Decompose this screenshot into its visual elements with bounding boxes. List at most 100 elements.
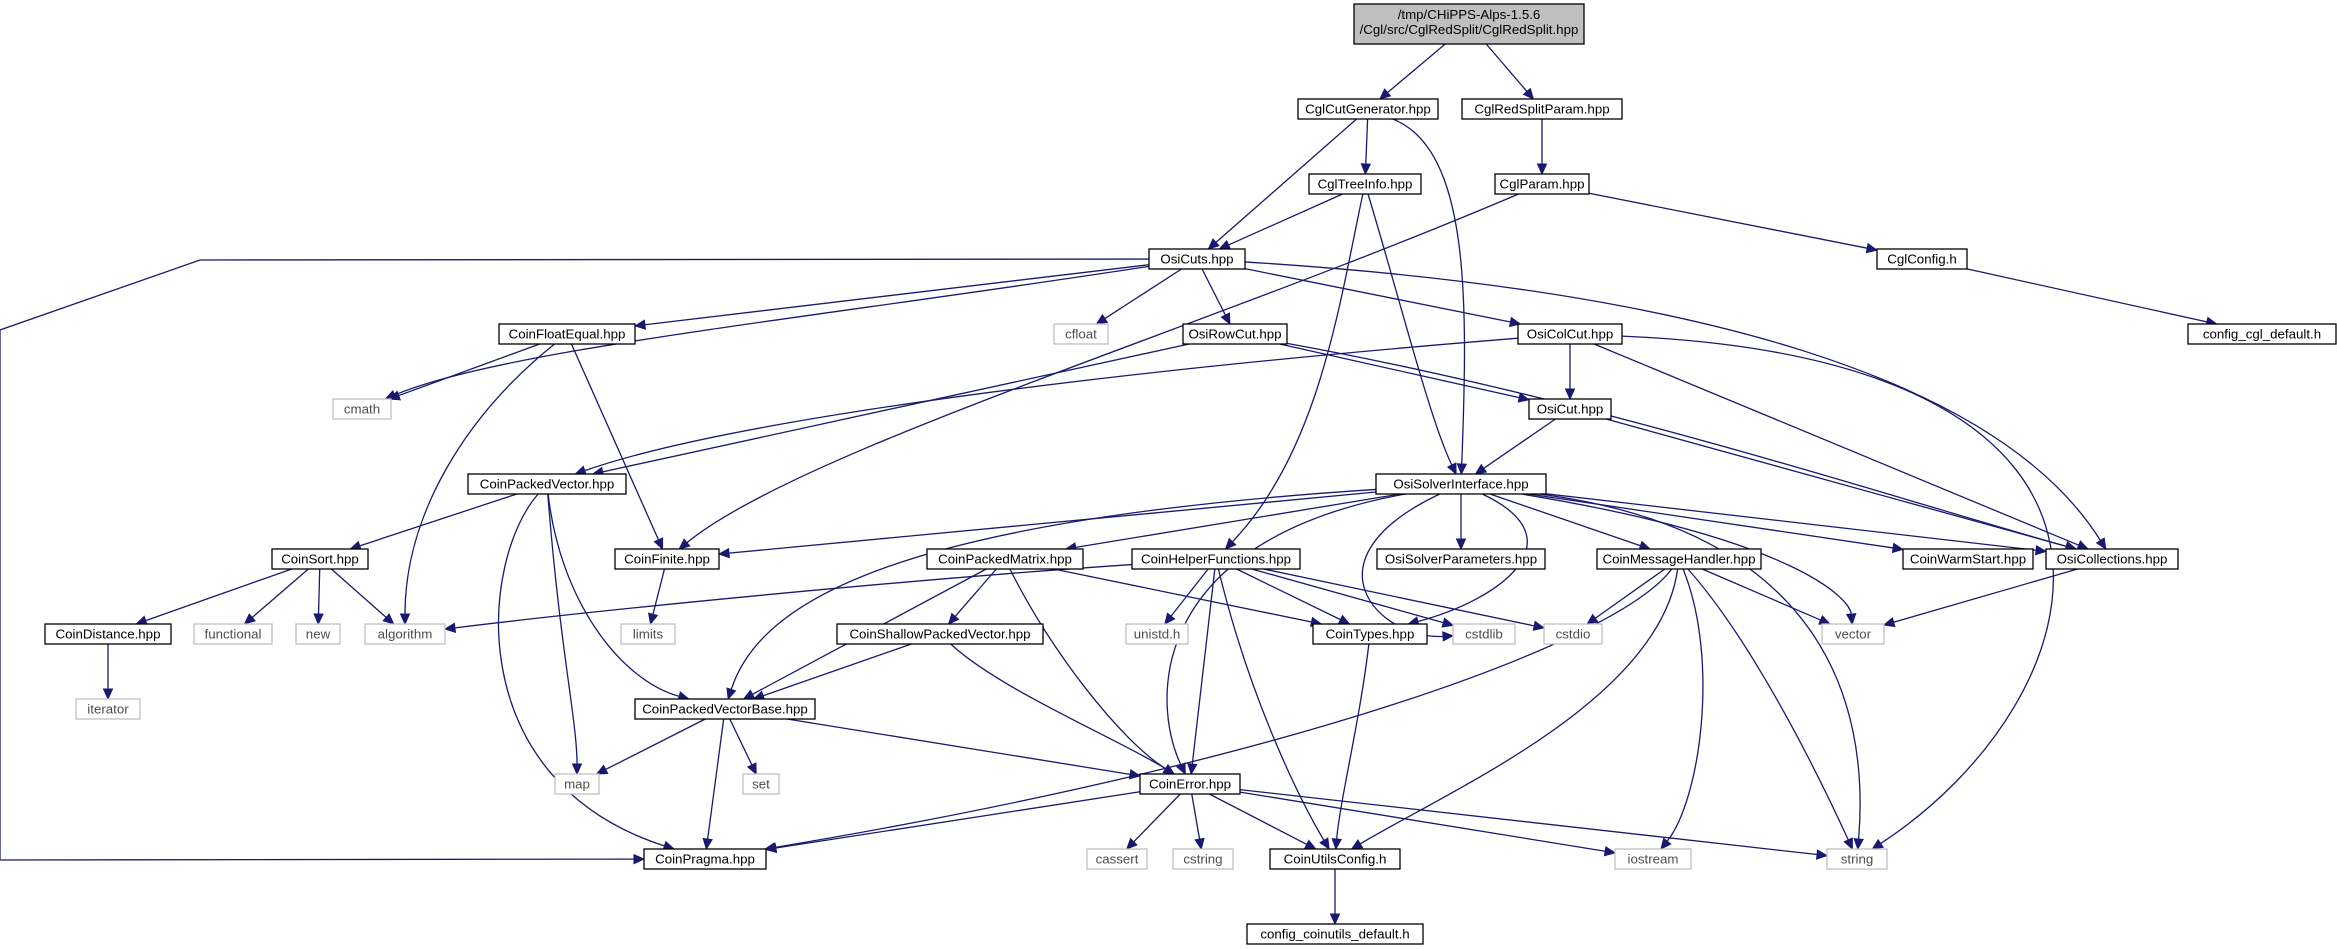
edge-CoinSort-to-new xyxy=(317,568,321,615)
node-CoinDistance[interactable]: CoinDistance.hpp xyxy=(44,623,172,645)
node-OsiSolverInterface[interactable]: OsiSolverInterface.hpp xyxy=(1375,473,1547,495)
arrow-CoinPackedVectorBase-to-CoinError xyxy=(1128,769,1142,780)
edge-CoinTypes-to-CoinUtilsConfig xyxy=(1336,643,1370,840)
node-OsiCollections[interactable]: OsiCollections.hpp xyxy=(2045,548,2179,570)
node-OsiRowCut[interactable]: OsiRowCut.hpp xyxy=(1182,323,1288,345)
node-box xyxy=(742,773,780,795)
node-label: CoinError.hpp xyxy=(1149,777,1231,792)
node-CglParam[interactable]: CglParam.hpp xyxy=(1494,173,1590,195)
node-CoinFloatEqual[interactable]: CoinFloatEqual.hpp xyxy=(498,323,636,345)
arrow-CoinFinite-to-limits xyxy=(648,612,659,626)
node-OsiCuts[interactable]: OsiCuts.hpp xyxy=(1148,248,1246,270)
edge-OsiCuts-to-OsiColCut xyxy=(1244,268,1511,323)
edge-CoinSort-to-functional xyxy=(251,568,309,618)
edge-CoinMessageHandler-to-cstdio xyxy=(1594,568,1666,619)
node-box xyxy=(1494,173,1590,195)
node-label: cstring xyxy=(1183,852,1222,867)
arrow-CglRedSplitParam-to-CglParam xyxy=(1536,163,1548,176)
node-config_cgl_default[interactable]: config_cgl_default.h xyxy=(2187,323,2337,345)
node-box xyxy=(1086,848,1148,870)
edge-CoinError-to-cassert xyxy=(1133,793,1181,843)
arrow-CglTreeInfo-to-OsiCuts xyxy=(1218,239,1232,250)
node-label: CoinPragma.hpp xyxy=(655,852,755,867)
node-label: iostream xyxy=(1628,852,1679,867)
node-config_coinutils_default[interactable]: config_coinutils_default.h xyxy=(1246,923,1424,945)
node-CoinSort[interactable]: CoinSort.hpp xyxy=(271,548,369,570)
arrow-OsiSolverInterface-to-vector xyxy=(1845,613,1857,626)
node-label: /Cgl/src/CglRedSplit/CglRedSplit.hpp xyxy=(1360,22,1579,37)
node-CglRedSplitParam[interactable]: CglRedSplitParam.hpp xyxy=(1461,98,1623,120)
edge-root-to-CglCutGenerator xyxy=(1387,43,1446,94)
edge-OsiSolverInterface-to-OsiCollections xyxy=(1545,493,2037,551)
node-box xyxy=(836,623,1044,645)
arrow-OsiSolverInterface-to-CoinWarmStart xyxy=(1891,542,1905,554)
node-label: new xyxy=(306,627,331,642)
node-CoinMessageHandler[interactable]: CoinMessageHandler.hpp xyxy=(1596,548,1762,570)
edge-CoinPackedMatrix-to-CoinError xyxy=(1009,568,1166,770)
edge-CoinHelperFunctions-to-CoinTypes xyxy=(1236,568,1341,621)
arrow-OsiColCut-to-OsiCut xyxy=(1564,388,1576,401)
edge-OsiRowCut-to-OsiCollections xyxy=(1286,342,2067,547)
edge-CoinPackedMatrix-to-CoinShallowPackedVector xyxy=(954,568,997,617)
edge-OsiColCut-to-OsiCollections xyxy=(1593,343,2079,546)
arrow-OsiColCut-to-string xyxy=(1871,838,1884,850)
edge-OsiSolverInterface-to-CoinMessageHandler xyxy=(1489,493,1641,547)
edge-OsiCut-to-OsiCollections xyxy=(1605,418,2067,547)
arrow-CglParam-to-CoinFinite xyxy=(678,538,691,550)
edge-CoinPackedVector-to-CoinSort xyxy=(359,493,517,547)
node-CoinWarmStart[interactable]: CoinWarmStart.hpp xyxy=(1902,548,2034,570)
node-box xyxy=(620,623,676,645)
node-CoinTypes[interactable]: CoinTypes.hpp xyxy=(1312,623,1428,645)
node-box xyxy=(1139,773,1241,795)
edge-CoinShallowPackedVector-to-CoinError xyxy=(950,643,1166,770)
node-box xyxy=(295,623,341,645)
node-CoinUtilsConfig[interactable]: CoinUtilsConfig.h xyxy=(1269,848,1401,870)
node-box xyxy=(1312,623,1428,645)
node-CglCutGenerator[interactable]: CglCutGenerator.hpp xyxy=(1297,98,1439,120)
arrow-OsiColCut-to-OsiCollections xyxy=(2076,540,2090,550)
edge-CglCutGenerator-to-OsiCuts xyxy=(1215,118,1358,243)
node-label: OsiRowCut.hpp xyxy=(1188,327,1281,342)
node-CoinPackedVectorBase[interactable]: CoinPackedVectorBase.hpp xyxy=(634,698,816,720)
edge-OsiCuts-to-OsiRowCut xyxy=(1201,268,1226,316)
node-label: CoinPackedMatrix.hpp xyxy=(938,552,1072,567)
edge-CoinError-to-iostream xyxy=(1239,791,1606,852)
edge-CoinPackedVectorBase-to-CoinPragma xyxy=(707,718,725,840)
arrow-CoinTypes-to-CoinUtilsConfig xyxy=(1331,838,1342,851)
node-CoinShallowPackedVector[interactable]: CoinShallowPackedVector.hpp xyxy=(836,623,1044,645)
node-CoinPragma[interactable]: CoinPragma.hpp xyxy=(643,848,767,870)
edge-CoinHelperFunctions-to-CoinUtilsConfig xyxy=(1217,568,1325,841)
node-vector: vector xyxy=(1821,623,1885,645)
node-label: limits xyxy=(633,627,664,642)
arrow-CoinSort-to-algorithm xyxy=(382,613,395,625)
node-label: CglTreeInfo.hpp xyxy=(1318,177,1413,192)
node-OsiSolverParameters[interactable]: OsiSolverParameters.hpp xyxy=(1376,548,1546,570)
node-box xyxy=(1517,323,1623,345)
node-box xyxy=(1376,548,1546,570)
node-label: OsiCollections.hpp xyxy=(2057,552,2168,567)
arrow-CoinMessageHandler-to-cstdio xyxy=(1586,613,1599,625)
node-CglConfig[interactable]: CglConfig.h xyxy=(1876,248,1968,270)
node-cassert: cassert xyxy=(1086,848,1148,870)
node-CoinPackedVector[interactable]: CoinPackedVector.hpp xyxy=(467,473,627,495)
node-OsiCut[interactable]: OsiCut.hpp xyxy=(1528,398,1612,420)
node-CoinHelperFunctions[interactable]: CoinHelperFunctions.hpp xyxy=(1131,548,1301,570)
arrow-CoinDistance-to-iterator xyxy=(102,688,114,701)
node-CoinFinite[interactable]: CoinFinite.hpp xyxy=(614,548,720,570)
edge-CoinFloatEqual-to-cmath xyxy=(398,343,540,397)
node-box xyxy=(1902,548,2034,570)
node-label: CglConfig.h xyxy=(1887,252,1956,267)
node-limits: limits xyxy=(620,623,676,645)
arrow-CoinMessageHandler-to-vector xyxy=(1818,615,1831,625)
arrow-CoinHelperFunctions-to-unistd xyxy=(1164,612,1176,625)
node-box xyxy=(1461,98,1623,120)
edge-CglCutGenerator-to-CglTreeInfo xyxy=(1365,118,1369,165)
node-box xyxy=(44,623,172,645)
node-CoinError[interactable]: CoinError.hpp xyxy=(1139,773,1241,795)
edge-CglParam-to-CglConfig xyxy=(1588,192,1868,249)
node-OsiColCut[interactable]: OsiColCut.hpp xyxy=(1517,323,1623,345)
node-CglTreeInfo[interactable]: CglTreeInfo.hpp xyxy=(1308,173,1422,195)
edge-CglConfig-to-config_cgl_default xyxy=(1966,268,2208,323)
edge-CoinShallowPackedVector-to-CoinPackedVectorBase xyxy=(762,643,912,697)
node-CoinPackedMatrix[interactable]: CoinPackedMatrix.hpp xyxy=(926,548,1084,570)
